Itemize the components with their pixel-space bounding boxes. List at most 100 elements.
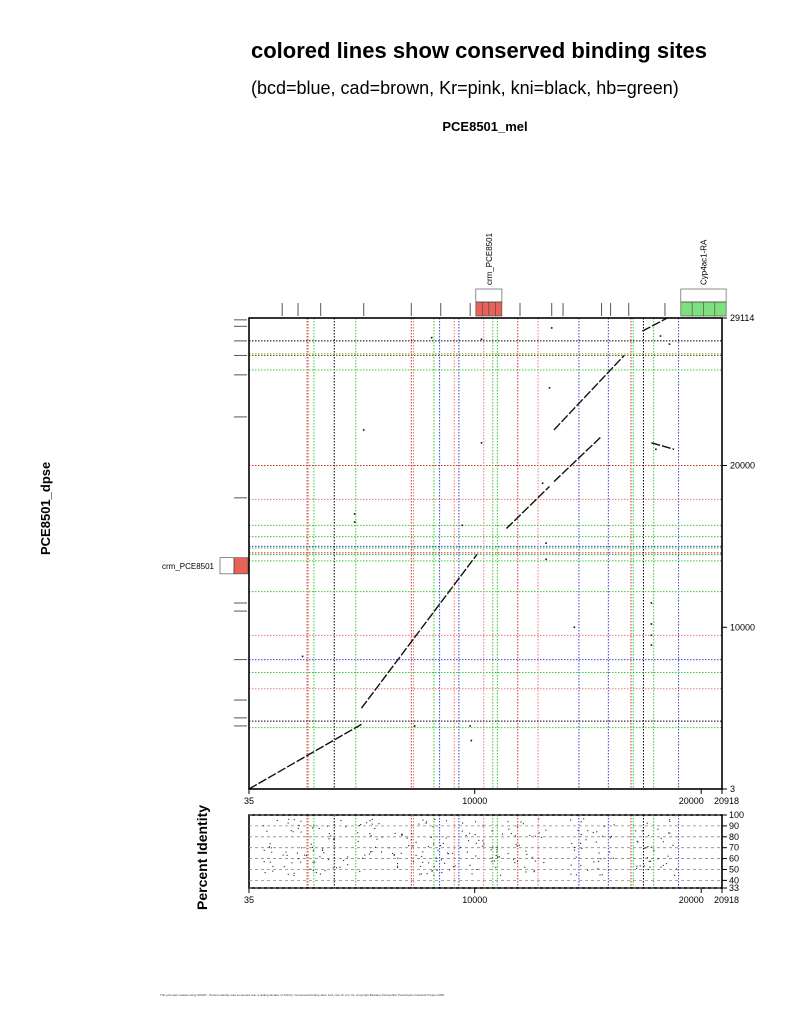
identity-point bbox=[357, 840, 359, 843]
identity-point bbox=[603, 825, 605, 827]
pi-y-tick-label: 50 bbox=[729, 864, 739, 874]
identity-point bbox=[364, 854, 366, 856]
identity-point bbox=[445, 820, 448, 822]
identity-point bbox=[657, 828, 659, 830]
identity-point bbox=[650, 846, 652, 848]
identity-point bbox=[327, 859, 329, 861]
identity-point bbox=[580, 821, 582, 823]
identity-point bbox=[440, 859, 443, 861]
identity-point bbox=[359, 825, 361, 827]
identity-point bbox=[360, 823, 362, 826]
identity-point bbox=[381, 836, 383, 838]
identity-point bbox=[613, 824, 615, 826]
identity-point bbox=[412, 861, 414, 863]
left-feature-bracket bbox=[219, 557, 235, 575]
identity-point bbox=[646, 822, 648, 824]
identity-point bbox=[496, 856, 499, 858]
identity-point bbox=[285, 851, 287, 853]
identity-point bbox=[495, 866, 497, 868]
x-tick-label: 20918 bbox=[714, 796, 739, 806]
footer-credits: This plot was created using MAVID - Perc… bbox=[160, 993, 445, 997]
identity-point bbox=[533, 871, 535, 873]
identity-point bbox=[461, 830, 463, 832]
identity-point bbox=[442, 842, 444, 844]
identity-point bbox=[425, 822, 427, 824]
identity-point bbox=[332, 838, 335, 840]
identity-point bbox=[643, 865, 645, 867]
identity-point bbox=[531, 856, 533, 858]
alignment-dot bbox=[650, 602, 653, 604]
alignment-dot bbox=[480, 338, 483, 341]
identity-point bbox=[529, 834, 531, 836]
identity-point bbox=[452, 866, 454, 868]
identity-point bbox=[573, 849, 576, 851]
identity-point bbox=[587, 830, 589, 832]
identity-point bbox=[577, 829, 579, 831]
y-tick-label: 10000 bbox=[730, 622, 755, 632]
identity-point bbox=[332, 867, 334, 869]
identity-point bbox=[311, 846, 314, 848]
identity-point bbox=[592, 831, 594, 834]
identity-point bbox=[647, 868, 649, 871]
identity-point bbox=[649, 860, 652, 862]
identity-point bbox=[312, 827, 314, 829]
identity-point bbox=[296, 852, 298, 854]
identity-point bbox=[394, 832, 396, 835]
alignment-dot bbox=[362, 429, 365, 431]
identity-point bbox=[328, 838, 330, 840]
identity-point bbox=[347, 864, 349, 866]
identity-point bbox=[507, 853, 509, 855]
alignment-dot bbox=[548, 386, 551, 389]
identity-point bbox=[643, 847, 646, 849]
identity-point bbox=[432, 825, 434, 828]
identity-point bbox=[381, 851, 383, 853]
identity-point bbox=[600, 858, 602, 860]
identity-point bbox=[598, 860, 600, 862]
identity-point bbox=[538, 818, 540, 820]
identity-point bbox=[597, 868, 599, 870]
identity-point bbox=[393, 854, 395, 857]
alignment-dot bbox=[353, 521, 356, 523]
identity-point bbox=[321, 849, 324, 852]
identity-point bbox=[646, 857, 648, 859]
identity-point bbox=[469, 832, 471, 834]
chart-title: colored lines show conserved binding sit… bbox=[251, 38, 707, 63]
alignment-dot bbox=[545, 558, 547, 561]
identity-point bbox=[292, 831, 294, 833]
identity-point bbox=[333, 837, 335, 840]
identity-point bbox=[516, 825, 518, 827]
identity-point bbox=[411, 833, 413, 835]
identity-point bbox=[493, 860, 495, 862]
identity-point bbox=[339, 866, 341, 868]
identity-point bbox=[593, 861, 595, 863]
identity-point bbox=[496, 851, 498, 853]
identity-point bbox=[475, 855, 477, 857]
identity-point bbox=[534, 835, 536, 837]
alignment-dot bbox=[430, 336, 433, 339]
x-sequence-name: PCE8501_mel bbox=[442, 119, 528, 134]
identity-point bbox=[585, 839, 587, 841]
identity-point bbox=[322, 848, 324, 850]
identity-point bbox=[427, 846, 429, 848]
identity-point bbox=[507, 821, 509, 823]
identity-point bbox=[436, 869, 438, 871]
top-feature-label: crm_PCE8501 bbox=[485, 232, 494, 285]
identity-point bbox=[293, 874, 295, 876]
identity-point bbox=[495, 854, 497, 857]
identity-point bbox=[345, 826, 347, 828]
identity-point bbox=[570, 819, 572, 821]
identity-point bbox=[445, 837, 447, 839]
identity-point bbox=[371, 823, 373, 825]
identity-point bbox=[525, 850, 527, 852]
identity-point bbox=[660, 837, 662, 839]
identity-point bbox=[516, 845, 518, 847]
identity-point bbox=[396, 865, 399, 867]
identity-point bbox=[315, 871, 317, 874]
identity-point bbox=[297, 827, 299, 829]
top-gene-ticks bbox=[281, 303, 666, 316]
identity-point bbox=[290, 829, 292, 832]
identity-point bbox=[283, 866, 285, 868]
identity-point bbox=[335, 867, 338, 869]
identity-point bbox=[581, 848, 583, 850]
